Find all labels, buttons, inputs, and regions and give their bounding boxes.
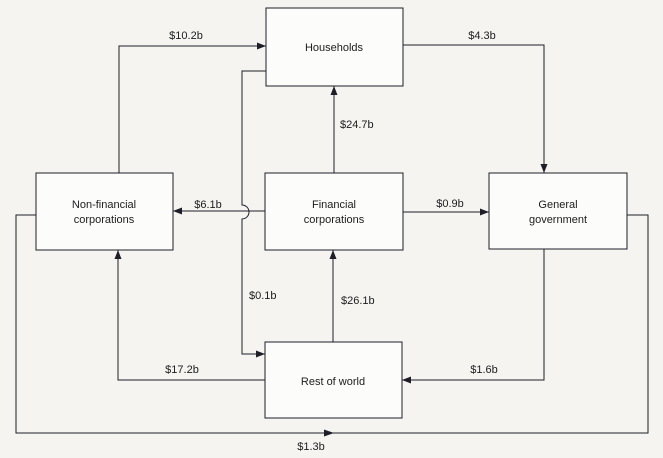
flow-label-0-1b: $0.1b (249, 290, 277, 302)
flow-midline-arrowhead-1-3b (324, 429, 334, 437)
node-label-households: Households (305, 42, 364, 54)
node-label-financial-line2: corporations (304, 214, 365, 226)
node-label-non-financial-line1: Non-financial (72, 199, 136, 211)
node-label-general-government-line2: government (529, 214, 587, 226)
node-label-general-government-line1: General (538, 199, 577, 211)
flow-arrow-17-2b (114, 250, 265, 381)
node-financial-corporations (264, 172, 404, 251)
flow-label-10-2b: $10.2b (169, 30, 203, 42)
flow-label-1-6b: $1.6b (470, 364, 498, 376)
node-rest-of-world (264, 341, 403, 419)
flow-arrow-1-6b (402, 249, 545, 384)
flow-arrow-0-1b-with-line-jump (241, 70, 266, 358)
flow-label-1-3b: $1.3b (297, 441, 325, 453)
flow-label-24-7b: $24.7b (340, 119, 374, 131)
flow-arrow-4-3b (403, 44, 548, 173)
flow-label-6-1b: $6.1b (194, 199, 222, 211)
node-general-government (488, 172, 628, 250)
node-label-financial-line1: Financial (312, 199, 356, 211)
flow-label-4-3b: $4.3b (468, 30, 496, 42)
node-non-financial-corporations (35, 172, 174, 251)
flow-label-26-1b: $26.1b (341, 295, 375, 307)
node-label-non-financial-line2: corporations (74, 214, 135, 226)
flow-label-0-9b: $0.9b (436, 198, 464, 210)
flow-label-17-2b: $17.2b (165, 364, 199, 376)
node-households (265, 7, 404, 87)
node-label-rest-of-world: Rest of world (301, 376, 365, 388)
flow-arrow-10-2b (118, 42, 266, 173)
